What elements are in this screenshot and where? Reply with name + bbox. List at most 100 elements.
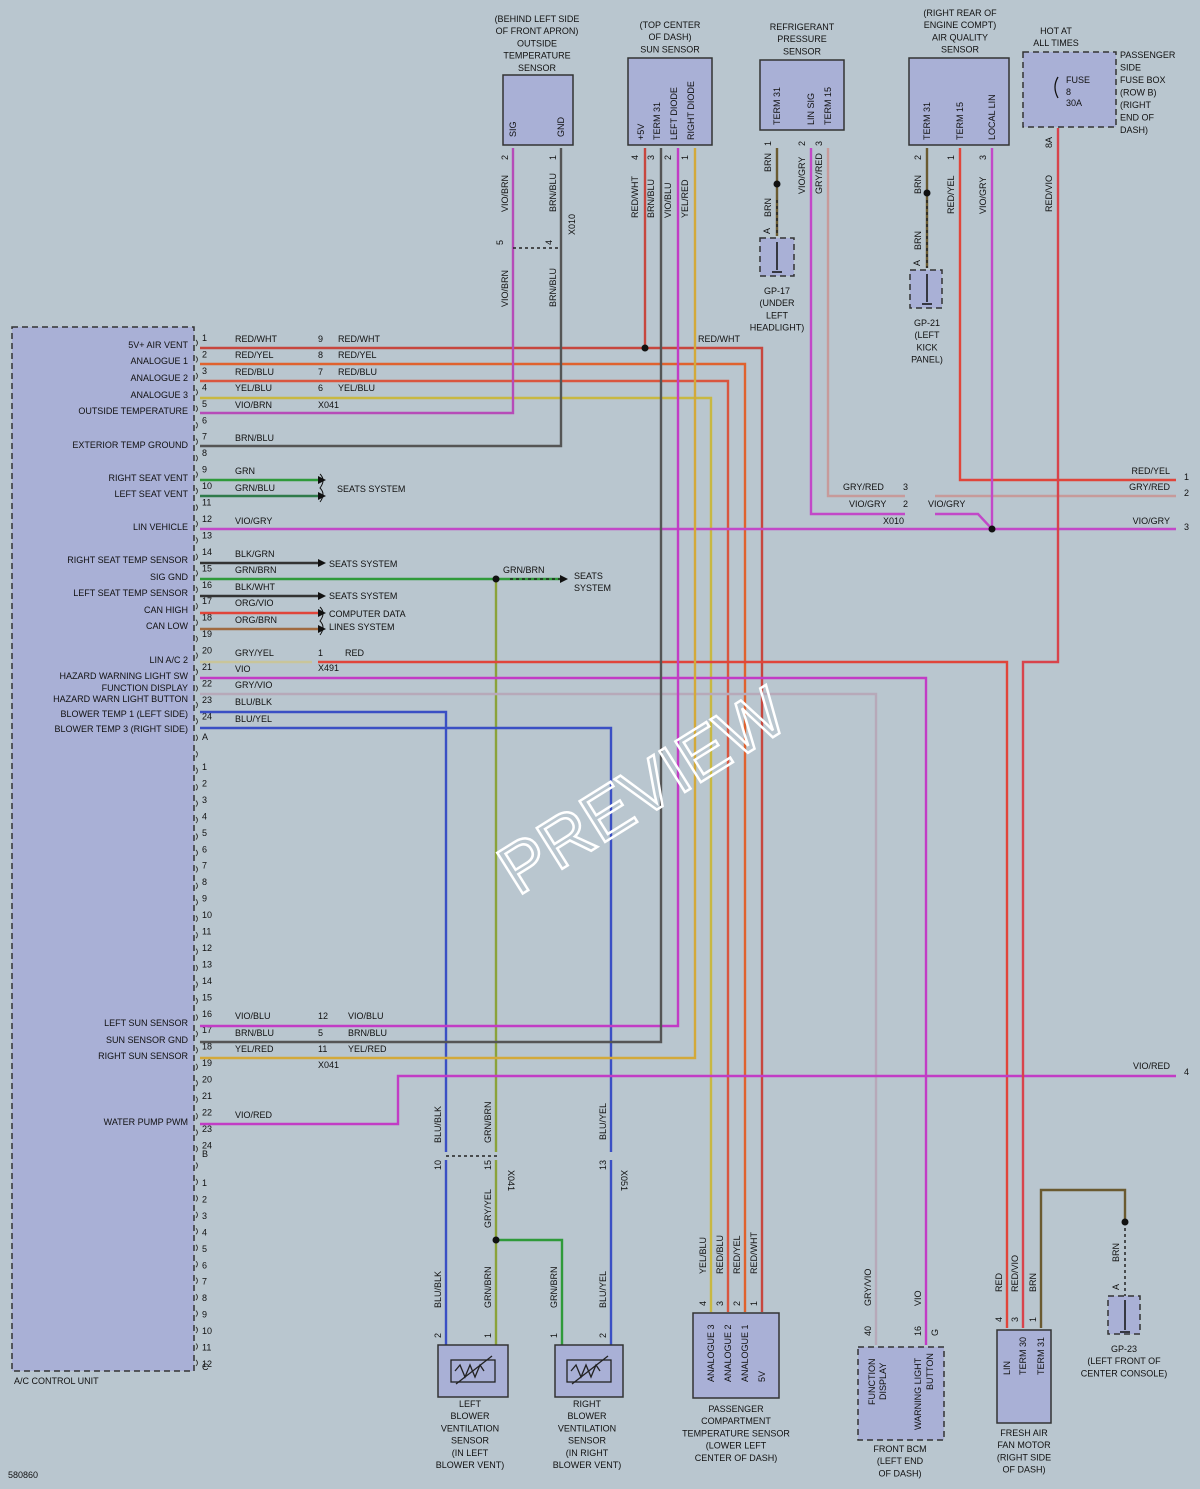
ac-unit-signal-label: RIGHT SEAT VENT — [108, 473, 188, 483]
pin-mark — [195, 504, 198, 511]
wire-color-label: RED/BLU — [338, 367, 377, 377]
air-quality-sensor-title: (RIGHT REAR OF — [923, 8, 997, 18]
wire-group — [200, 128, 1176, 1345]
pin-number: 11 — [202, 927, 211, 937]
wire-a23-blu-blk — [200, 710, 448, 1345]
fuse-location: DASH) — [1120, 125, 1148, 135]
pin-mark — [195, 931, 198, 939]
ground-icon — [772, 242, 1130, 1333]
pin-mark — [195, 915, 198, 923]
right-edge-label: RED/YEL — [1131, 466, 1170, 476]
wire-color-label: RED/YEL — [235, 350, 274, 360]
outside-temp-sensor-title: SENSOR — [518, 63, 557, 73]
air-quality-sensor-box — [908, 57, 1010, 146]
right-edge-label: GRY/RED — [1129, 482, 1170, 492]
fuse-location: SIDE — [1120, 63, 1141, 73]
pin-number: 5 — [202, 1244, 207, 1254]
ac-unit-pin-list: 123456789101112131415161718192021222324A… — [195, 333, 212, 1372]
wire-a2-red-yel — [200, 362, 747, 1312]
ac-unit-signal-label: ANALOGUE 3 — [130, 390, 188, 400]
pin-mark — [195, 1178, 198, 1186]
wire-color-label: VIO/GRY — [235, 516, 272, 526]
wire-color-label: YEL/BLU — [235, 383, 272, 393]
pin-mark — [195, 520, 198, 528]
pin-name: RIGHT DIODE — [686, 81, 696, 140]
pin-number: 16 — [202, 580, 212, 590]
pin-mark — [195, 1195, 198, 1202]
pin-number: 5 — [202, 399, 207, 409]
pin-mark — [195, 1145, 198, 1153]
ac-unit-signal-label: CAN HIGH — [144, 605, 188, 615]
air-quality-sensor-title: SENSOR — [941, 45, 980, 55]
inline-pin: 10 — [433, 1160, 443, 1170]
pin-mark — [195, 1227, 198, 1235]
pin-number: 7 — [202, 432, 207, 442]
wire-color-label: BRN/BLU — [235, 1028, 274, 1038]
gp21-label: KICK — [916, 342, 937, 352]
fuse-box — [1022, 51, 1117, 128]
pin-mark — [195, 1063, 198, 1071]
fresh-air-motor-title: OF DASH) — [1002, 1465, 1045, 1475]
pin-number: 12 — [202, 514, 212, 524]
pin-number: 2 — [202, 778, 207, 788]
pin-number: 19 — [202, 629, 212, 639]
inline-pin: 1 — [318, 648, 323, 658]
pin-name: GND — [556, 117, 566, 138]
ground-pin: A — [762, 228, 772, 234]
pin-name: BUTTON — [925, 1353, 935, 1390]
pin-number: 1 — [548, 155, 558, 160]
ac-unit-signal-label: EXTERIOR TEMP GROUND — [72, 440, 188, 450]
pin-mark — [195, 1244, 198, 1252]
inline-pin: 15 — [483, 1160, 493, 1170]
wire-color-label: BRN — [1111, 1243, 1121, 1262]
pin-number: 1 — [763, 141, 773, 146]
pin-mark — [195, 866, 198, 873]
gp23-label: GP-23 — [1111, 1344, 1137, 1354]
ac-unit-signal-label: WATER PUMP PWM — [104, 1117, 188, 1127]
pin-mark — [195, 997, 198, 1005]
right-blower-title: VENTILATION — [558, 1423, 616, 1433]
connector-b-label: B — [202, 1149, 208, 1159]
pin-mark — [195, 1047, 198, 1054]
pin-number: 8 — [202, 1293, 207, 1303]
wire-a7-brn-blu — [200, 148, 563, 448]
pin-mark — [195, 553, 198, 561]
wire-ref-gry-red — [826, 148, 1176, 498]
pin-number: 1 — [483, 1333, 493, 1338]
connector-id-x051: X051 — [619, 1170, 629, 1191]
fresh-air-motor-box — [996, 1329, 1052, 1424]
pin-mark — [195, 734, 198, 742]
front-bcm-title: FRONT BCM — [873, 1444, 926, 1454]
pin-mark — [195, 602, 198, 610]
pin-number: 20 — [202, 646, 212, 656]
pin-number: 17 — [202, 1025, 212, 1035]
pin-mark — [195, 750, 198, 758]
pin-number: 6 — [202, 844, 207, 854]
wire-color-label: RED — [994, 1272, 1004, 1292]
pin-number: 2 — [913, 155, 923, 160]
pin-number: 24 — [202, 1140, 212, 1150]
passenger-sensor-title: (LOWER LEFT — [706, 1441, 767, 1451]
gp17-label: LEFT — [766, 310, 789, 320]
fresh-air-motor-title: FRESH AIR — [1000, 1428, 1048, 1438]
refrigerant-sensor-title: SENSOR — [783, 46, 822, 56]
pin-name: ANALOGUE 1 — [740, 1324, 750, 1382]
pin-mark — [195, 882, 198, 890]
fuse-icon — [1054, 76, 1059, 99]
pin-number: 10 — [202, 481, 212, 491]
pin-mark — [195, 948, 198, 955]
pin-number: 20 — [202, 1075, 212, 1085]
pin-mark — [195, 849, 198, 857]
passenger-sensor-title: CENTER OF DASH) — [695, 1453, 778, 1463]
pin-mark — [195, 537, 198, 544]
gp21-label: (LEFT — [914, 330, 940, 340]
pin-number: 22 — [202, 1107, 212, 1117]
right-edge-number: 2 — [1184, 488, 1189, 498]
wire-color-label: BRN — [913, 175, 923, 194]
wire-color-label: RED/VIO — [1010, 1255, 1020, 1292]
wire-color-label: RED/BLU — [235, 367, 274, 377]
wire-color-label: BRN/BLU — [548, 173, 558, 212]
diagram-text-layer: RED/WHTRED/YELRED/BLUYEL/BLUVIO/BRNBRN/B… — [235, 8, 1189, 1478]
pin-number: 3 — [1010, 1317, 1020, 1322]
